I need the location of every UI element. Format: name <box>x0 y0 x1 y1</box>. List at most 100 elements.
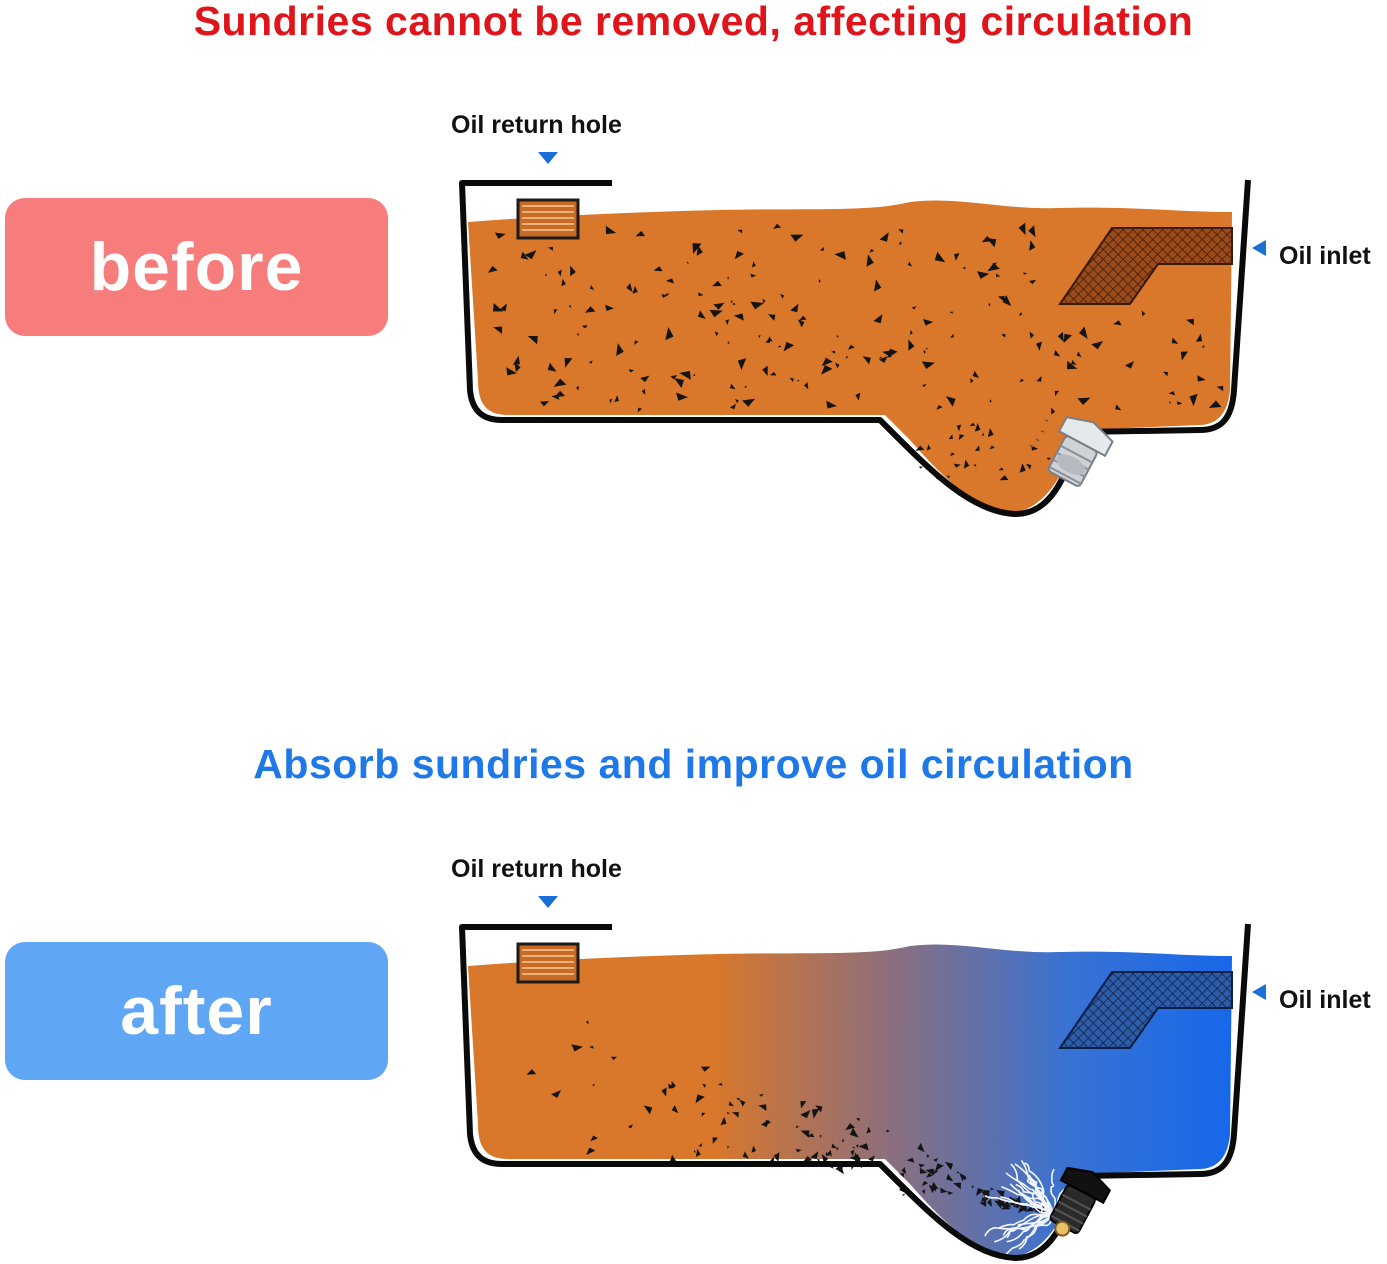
debris-particle <box>908 339 915 351</box>
debris-particle <box>820 246 825 252</box>
debris-particle <box>946 475 950 479</box>
debris-particle <box>953 1182 961 1190</box>
debris-particle <box>737 358 747 371</box>
debris-particle <box>762 298 766 304</box>
debris-particle <box>499 303 507 312</box>
debris-particle <box>950 333 954 338</box>
debris-particle <box>1201 345 1205 348</box>
debris-particle <box>765 337 770 343</box>
debris-particle <box>933 1170 938 1175</box>
debris-particle <box>616 343 624 356</box>
debris-particle <box>918 1163 926 1168</box>
debris-particle <box>524 250 537 260</box>
debris-particle <box>1019 378 1025 383</box>
debris-particle <box>958 434 965 441</box>
debris-particle <box>977 271 990 279</box>
debris-particle <box>1018 222 1026 236</box>
field-line <box>1050 1168 1057 1215</box>
debris-particle <box>1020 1205 1028 1212</box>
headline-before: Sundries cannot be removed, affecting ci… <box>193 0 1194 44</box>
debris-particle <box>727 1146 730 1149</box>
debris-particle <box>661 294 668 298</box>
debris-particle <box>825 1151 831 1156</box>
debris-particle <box>702 1083 707 1088</box>
debris-particle <box>1171 337 1179 344</box>
debris-particle <box>970 378 974 384</box>
debris-particle <box>997 296 1005 302</box>
debris-particle <box>727 1111 730 1114</box>
debris-particle <box>940 1187 948 1194</box>
debris-particle <box>547 362 557 372</box>
debris-particle <box>934 251 946 263</box>
debris-particle <box>975 1188 985 1196</box>
field-line <box>1019 1193 1053 1215</box>
debris-particle <box>527 336 538 345</box>
debris-particle <box>795 1148 802 1153</box>
debris-particle <box>790 303 799 313</box>
debris-particle <box>589 285 595 290</box>
debris-particle <box>1115 404 1122 411</box>
debris-particle <box>750 301 764 310</box>
debris-particle <box>926 1154 930 1159</box>
debris-particle <box>692 373 696 376</box>
debris-particle <box>609 398 613 404</box>
debris-particle <box>751 1145 757 1153</box>
debris-particle <box>975 445 980 451</box>
debris-particle <box>956 1171 960 1174</box>
debris-particle <box>821 357 833 367</box>
debris-particle <box>989 399 992 403</box>
debris-particle <box>907 261 913 267</box>
debris-particle <box>693 1150 696 1153</box>
debris-particle <box>665 293 670 296</box>
debris-particle <box>773 1152 780 1162</box>
debris-particle <box>1025 1206 1035 1212</box>
debris-particle <box>996 273 1001 277</box>
debris-particle <box>632 285 638 294</box>
debris-particle <box>627 1124 633 1129</box>
debris-particle <box>902 1193 906 1196</box>
field-line <box>984 1195 1053 1215</box>
debris-particle <box>570 265 576 277</box>
debris-particle <box>1015 1198 1020 1202</box>
debris-particle <box>590 1135 598 1142</box>
debris-particle <box>845 1123 856 1131</box>
headline-after: Absorb sundries and improve oil circulat… <box>253 741 1134 787</box>
debris-particle <box>696 245 703 256</box>
debris-particle <box>731 302 736 306</box>
debris-particle <box>493 326 503 334</box>
oil-inlet-label-after: Oil inlet <box>1279 986 1371 1014</box>
debris-particle <box>557 269 562 277</box>
debris-particle <box>626 283 633 293</box>
debris-particle <box>802 1156 813 1163</box>
debris-particle <box>750 273 757 278</box>
debris-particle <box>887 348 898 359</box>
debris-particle <box>553 309 558 315</box>
debris-particle <box>718 1082 723 1086</box>
debris-particle <box>589 1045 594 1049</box>
debris-particle <box>928 1184 936 1194</box>
debris-particle <box>878 356 883 359</box>
debris-particle <box>800 1101 807 1109</box>
debris-particle <box>879 232 889 242</box>
debris-particle <box>665 278 674 284</box>
debris-particles <box>487 222 1224 481</box>
debris-particle <box>1091 341 1104 350</box>
debris-particle <box>1063 333 1072 344</box>
debris-particle <box>909 329 913 335</box>
debris-particle <box>934 1187 937 1192</box>
debris-particle <box>780 293 785 299</box>
debris-particle <box>919 1167 928 1174</box>
debris-particle <box>1029 279 1037 285</box>
field-line <box>1010 1183 1053 1215</box>
debris-particle <box>554 390 565 398</box>
debris-particle <box>950 452 955 457</box>
debris-particle <box>686 261 689 264</box>
debris-particle <box>709 309 723 318</box>
debris-particle <box>923 350 926 354</box>
debris-particle <box>956 424 962 432</box>
debris-particle <box>544 273 547 277</box>
debris-particle <box>727 276 730 280</box>
debris-particle <box>917 1142 925 1153</box>
debris-particle <box>989 445 995 450</box>
debris-particle <box>1168 391 1176 396</box>
